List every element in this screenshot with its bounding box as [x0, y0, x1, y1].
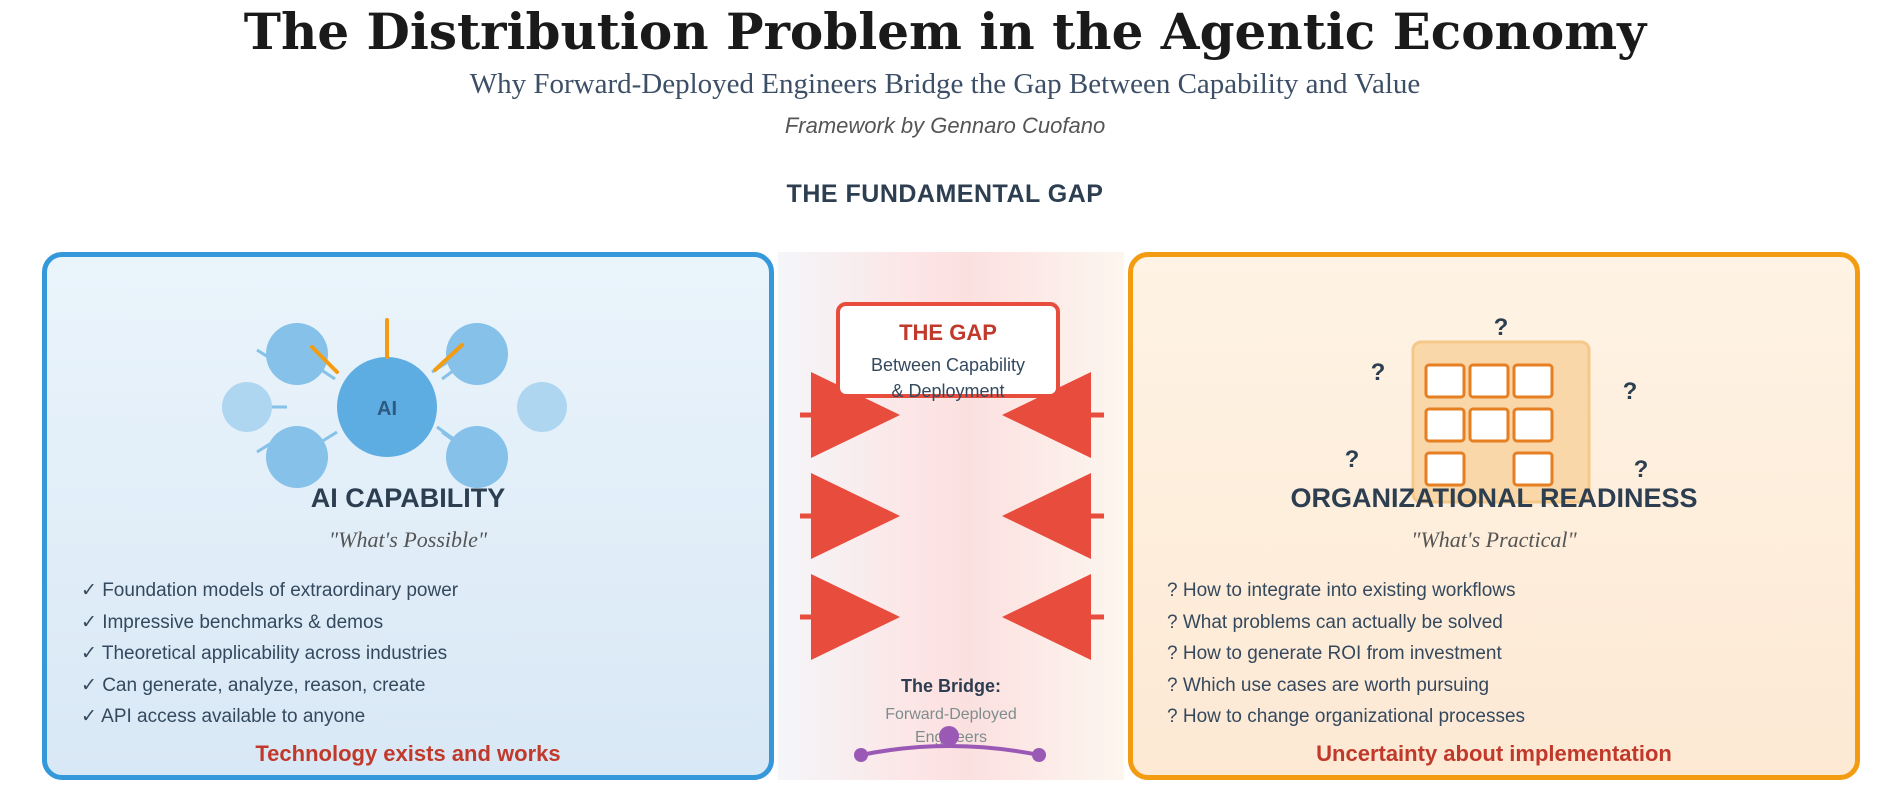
gap-line-2: & Deployment	[891, 381, 1005, 401]
list-item: ✓ Impressive benchmarks & demos	[81, 611, 384, 633]
readiness-list: ? How to integrate into existing workflo…	[1167, 575, 1525, 733]
building-icon: ? ? ? ? ?	[1345, 314, 1649, 504]
gap-line-1: Between Capability	[870, 355, 1026, 375]
arrow-right-icon	[811, 473, 900, 559]
section-heading: THE FUNDAMENTAL GAP	[786, 180, 1104, 208]
arrow-right-icon	[811, 372, 900, 458]
bridge-icon	[854, 726, 1046, 762]
org-readiness-subtitle: "What's Practical"	[1411, 527, 1577, 552]
gap-arrows	[800, 372, 1104, 660]
gap-title: THE GAP	[899, 320, 997, 345]
list-item: ✓ Foundation models of extraordinary pow…	[81, 580, 459, 601]
list-item: ✓ Can generate, analyze, reason, create	[81, 674, 426, 696]
ai-capability-subtitle: "What's Possible"	[328, 527, 488, 552]
gap-description: Between Capability & Deployment	[840, 352, 1056, 404]
question-mark-icon: ?	[1345, 446, 1360, 473]
ai-capability-panel: AI AI CAPABILITY "What's Possible" ✓ Fou…	[42, 252, 774, 780]
arrow-left-icon	[1002, 473, 1091, 559]
arrow-left-icon	[1002, 574, 1091, 660]
org-readiness-footer: Uncertainty about implementation	[1316, 741, 1672, 766]
author-credit: Framework by Gennaro Cuofano	[784, 113, 1106, 138]
list-item: ? How to integrate into existing workflo…	[1167, 580, 1516, 601]
list-item: ? How to change organizational processes	[1167, 706, 1526, 727]
ai-capability-footer: Technology exists and works	[255, 741, 561, 766]
ai-capability-title: AI CAPABILITY	[310, 483, 506, 513]
list-item: ✓ Theoretical applicability across indus…	[81, 643, 448, 664]
gap-label-box: THE GAP Between Capability & Deployment	[836, 302, 1060, 401]
organizational-readiness-panel: ? ? ? ? ? ORGANIZATIONAL READINESS "What…	[1128, 252, 1860, 780]
capability-list: ✓ Foundation models of extraordinary pow…	[81, 575, 458, 733]
bridge-title: The Bridge:	[900, 676, 1001, 696]
ai-network-icon: AI	[222, 318, 567, 488]
ai-node-label: AI	[377, 398, 397, 420]
question-mark-icon: ?	[1494, 314, 1509, 341]
arrow-right-icon	[811, 574, 900, 660]
list-item: ? What problems can actually be solved	[1167, 611, 1503, 633]
org-readiness-title: ORGANIZATIONAL READINESS	[1290, 483, 1698, 513]
list-item: ? Which use cases are worth pursuing	[1167, 674, 1490, 696]
page-title: The Distribution Problem in the Agentic …	[243, 2, 1647, 61]
bridge-line-1: Forward-Deployed	[885, 706, 1017, 723]
question-mark-icon: ?	[1623, 378, 1638, 405]
question-mark-icon: ?	[1634, 456, 1649, 483]
question-mark-icon: ?	[1371, 359, 1386, 386]
list-item: ✓ API access available to anyone	[81, 706, 366, 727]
arrow-left-icon	[1002, 372, 1091, 458]
list-item: ? How to generate ROI from investment	[1167, 643, 1502, 664]
page-subtitle: Why Forward-Deployed Engineers Bridge th…	[469, 68, 1421, 100]
